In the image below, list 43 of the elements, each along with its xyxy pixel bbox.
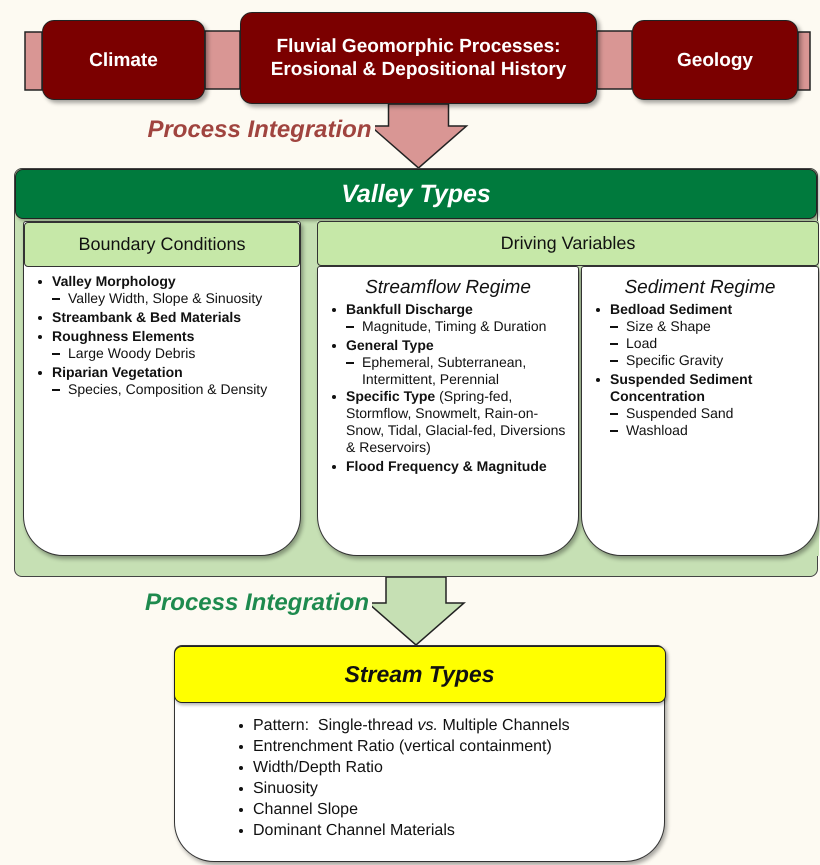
list-item: Load bbox=[588, 335, 812, 352]
list-item: Ephemeral, Subterranean, Intermittent, Perennial bbox=[324, 354, 572, 388]
list-item: Suspended Sediment Concentration bbox=[588, 371, 812, 405]
list-item: Bankfull Discharge bbox=[324, 301, 572, 318]
header-bar: Valley Types bbox=[15, 169, 817, 219]
list-item: Dominant Channel Materials bbox=[175, 820, 664, 841]
factor-box: Climate bbox=[42, 20, 205, 100]
list-item: Flood Frequency & Magnitude bbox=[324, 458, 572, 475]
list-item: Magnitude, Timing & Duration bbox=[324, 318, 572, 335]
list-item: Entrenchment Ratio (vertical containment) bbox=[175, 736, 664, 757]
list-item: Bedload Sediment bbox=[588, 301, 812, 318]
list-item: Roughness Elements bbox=[30, 328, 294, 345]
list-item: Specific Type (Spring-fed, Stormflow, Snowmelt, Rain-on-Snow, Tidal, Glacial-fed, Diversions & Reservoirs) bbox=[324, 388, 572, 456]
variables-panel bbox=[317, 221, 819, 556]
regime-card bbox=[317, 266, 579, 556]
list-item: Specific Gravity bbox=[588, 352, 812, 369]
list-item: Width/Depth Ratio bbox=[175, 757, 664, 778]
regime-card bbox=[581, 266, 819, 556]
list-item: Riparian Vegetation bbox=[30, 364, 294, 381]
section-heading: Sediment Regime bbox=[623, 277, 777, 299]
list-item: Streambank & Bed Materials bbox=[30, 309, 294, 326]
list-item: Species, Composition & Density bbox=[30, 381, 294, 398]
stream-types-card bbox=[174, 645, 665, 862]
list-item: General Type bbox=[324, 337, 572, 354]
list-item: Sinuosity bbox=[175, 778, 664, 799]
header-bar: Boundary Conditions bbox=[24, 222, 300, 267]
connector-bar bbox=[204, 30, 241, 90]
list-item: Suspended Sand bbox=[588, 405, 812, 422]
list-item: Valley Morphology bbox=[30, 273, 294, 290]
list-item: Size & Shape bbox=[588, 318, 812, 335]
category-card bbox=[23, 221, 301, 556]
header-bar: Driving Variables bbox=[317, 221, 819, 266]
section-heading: Streamflow Regime bbox=[364, 277, 532, 299]
header-bar: Stream Types bbox=[174, 646, 666, 703]
list-item: Pattern: Single-thread vs. Multiple Channels bbox=[175, 715, 664, 736]
connector-bar bbox=[596, 30, 633, 90]
factor-box: Geology bbox=[632, 20, 798, 100]
list-item: Valley Width, Slope & Sinuosity bbox=[30, 290, 294, 307]
list-item: Channel Slope bbox=[175, 799, 664, 820]
process-box: Fluvial Geomorphic Processes: Erosional & Depositional History bbox=[240, 12, 597, 104]
valley-types-panel bbox=[14, 168, 818, 577]
list-item: Washload bbox=[588, 422, 812, 439]
list-item: Large Woody Debris bbox=[30, 345, 294, 362]
